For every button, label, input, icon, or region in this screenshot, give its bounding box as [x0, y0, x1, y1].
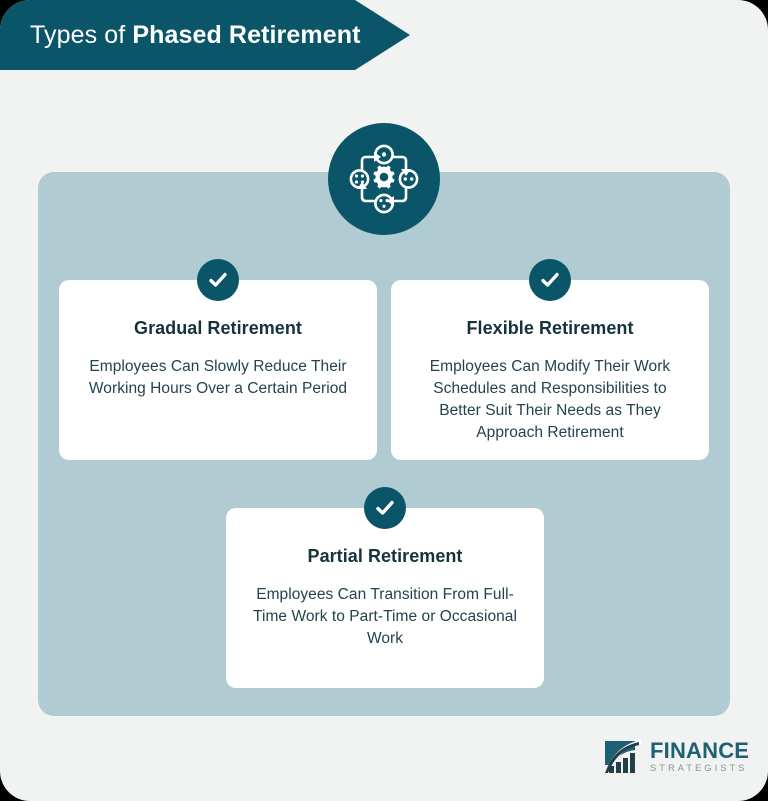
card-body: Employees Can Transition From Full-Time … [253, 585, 517, 647]
brand-logo: FINANCE STRATEGISTS [603, 739, 749, 775]
page-title: Types of Phased Retirement [0, 20, 361, 49]
card-gradual-retirement: Gradual Retirement Employees Can Slowly … [59, 259, 377, 460]
page-title-light: Types of [30, 20, 133, 49]
check-icon [529, 259, 571, 301]
logo-wordmark: FINANCE [650, 738, 750, 764]
card-partial-retirement: Partial Retirement Employees Can Transit… [226, 487, 544, 688]
card-title: Gradual Retirement [134, 318, 302, 338]
card-title: Flexible Retirement [466, 318, 634, 338]
card-body: Employees Can Modify Their Work Schedule… [429, 357, 671, 441]
header-banner: Types of Phased Retirement [0, 0, 410, 70]
bar-chart-arc-icon [605, 740, 641, 773]
card-body: Employees Can Slowly Reduce Their Workin… [88, 357, 348, 397]
page-title-bold: Phased Retirement [132, 20, 361, 49]
check-icon [197, 259, 239, 301]
process-cycle-icon [328, 123, 440, 235]
card-title: Partial Retirement [307, 546, 463, 566]
card-flexible-retirement: Flexible Retirement Employees Can Modify… [391, 259, 709, 460]
logo-text: FINANCE STRATEGISTS [650, 740, 749, 773]
check-icon [364, 487, 406, 529]
logo-subtitle: STRATEGISTS [650, 763, 748, 774]
